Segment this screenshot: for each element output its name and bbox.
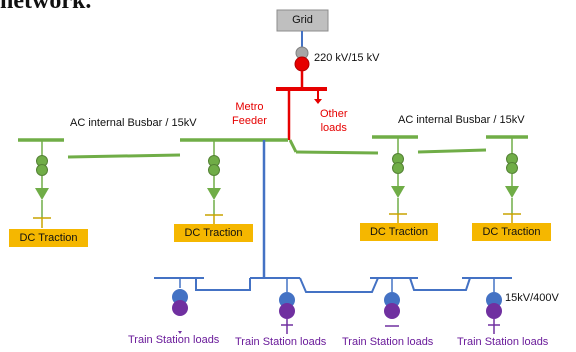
station-transformer-label: 15kV/400V [505,292,559,304]
train-station-loads-4: Train Station loads [457,336,549,348]
station-transformer-1 [172,278,188,334]
metro-feeder-label-line1: Metro [235,101,264,113]
lv-link-1 [195,278,251,291]
dc-traction-1: DC Traction [9,229,88,247]
lv-link-2 [299,277,379,293]
train-station-loads-2: Train Station loads [235,336,327,348]
busbar-link-center [288,139,298,153]
station-transformer-2 [279,278,295,334]
station-transformer-3 [384,278,400,327]
metro-feeder-label: Metro Feeder [232,100,267,128]
dc-traction-2: DC Traction [174,224,253,242]
other-loads-label-line1: Other [320,108,348,120]
busbar-link-right [417,148,487,154]
main-transformer-secondary [294,56,310,72]
clipped-heading-text: network. [0,0,92,14]
traction-branch-2 [205,140,223,224]
busbar-link-left [67,153,181,159]
busbar-label-right: AC internal Busbar / 15kV [398,114,525,126]
dc-traction-4: DC Traction [472,223,551,241]
busbar-link-center-2 [295,150,379,155]
dc-traction-3: DC Traction [360,223,438,241]
traction-branch-4 [503,137,521,223]
traction-branch-1 [33,140,51,228]
station-transformer-4 [486,278,502,334]
traction-branch-3 [389,137,407,223]
train-station-loads-3: Train Station loads [342,336,434,348]
other-loads-label-line2: loads [320,122,347,134]
other-loads-label: Other loads [320,107,348,135]
busbar-label-left: AC internal Busbar / 15kV [70,117,197,129]
main-transformer-label: 220 kV/15 kV [314,52,380,64]
grid-label: Grid [292,14,313,26]
other-loads-arrow [314,99,322,104]
lv-link-3 [409,277,471,291]
metro-feeder-label-line2: Feeder [232,115,267,127]
train-station-loads-1: Train Station loads [128,334,220,346]
